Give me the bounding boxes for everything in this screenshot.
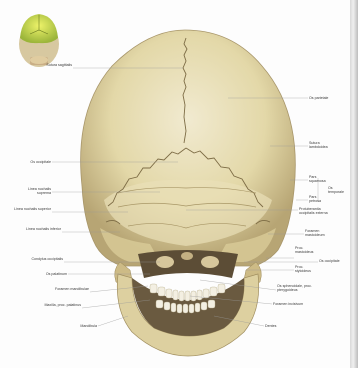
label-maxilla: Maxilla, proc. palatinus (36, 303, 81, 307)
mandible (117, 274, 258, 356)
label-dentes: Dentes (265, 324, 276, 328)
label-mandibula: Mandibula (50, 324, 97, 328)
skull-thumbnail-icon (19, 14, 59, 67)
label-os-occipitale: Os occipitale (14, 160, 51, 164)
label-protuberantia-occipitalis-externa: Protuberantia occipitalis externa (299, 207, 335, 215)
label-linea-nuchalis-inferior: Linea nuchalis inferior (24, 227, 61, 231)
label-os-palatinum: Os palatinum (14, 272, 67, 276)
label-foramen-mastoideum: Foramen mastoideum (305, 229, 329, 237)
label-os-temporale: Os temporale (328, 186, 348, 194)
label-sutura-lambdoidea: Sutura lambdoidea (309, 141, 331, 149)
cranium (81, 30, 296, 266)
label-linea-nuchalis-superior: Linea nuchalis superior (14, 207, 51, 211)
label-proc-styloideus: Proc. styloideus (295, 265, 317, 273)
label-pars-squamosa: Pars squamosa (309, 175, 323, 183)
label-os-sphenoidale: Os sphenoidale, proc. pterygoideus (277, 284, 323, 292)
label-linea-nuchalis-suprema: Linea nuchalis suprema (14, 187, 51, 195)
label-foramen-mandibulae: Foramen mandibulae (40, 287, 89, 291)
label-pars-petrosa: Pars petrosa (309, 195, 323, 203)
label-sutura-sagittalis: Sutura sagittalis (40, 63, 72, 67)
label-os-parietale: Os parietale (309, 96, 328, 100)
label-foramen-incisivum: Foramen incisivum (273, 302, 303, 306)
label-proc-mastoideus: Proc. mastoideus (295, 246, 317, 254)
label-os-occipitale-right: Os occipitale (319, 259, 347, 263)
label-condylus-occipitalis: Condylus occipitalis (14, 257, 63, 261)
